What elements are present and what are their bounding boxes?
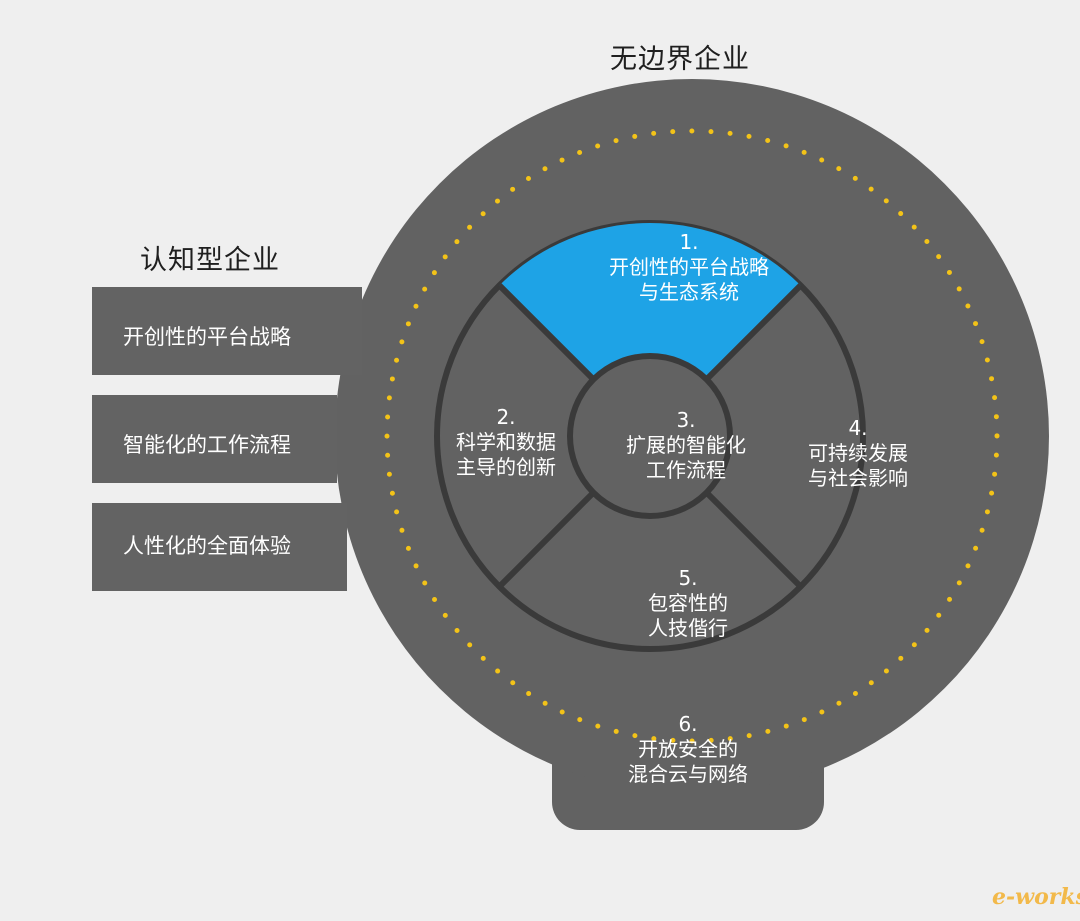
segment-6-line2: 混合云与网络 — [628, 762, 748, 786]
segment-3-line2: 工作流程 — [646, 458, 726, 482]
segment-2-line2: 主导的创新 — [456, 455, 556, 479]
segment-5-line2: 人技偕行 — [648, 616, 728, 640]
segment-1-line1: 开创性的平台战略 — [609, 255, 769, 279]
segment-5-text: 5. 包容性的 人技偕行 — [648, 566, 728, 641]
divider-line-3 — [497, 490, 596, 589]
segment-6-number: 6. — [678, 712, 698, 736]
left-item-human-experience: 人性化的全面体验 — [123, 534, 291, 558]
left-bar-1 — [92, 287, 362, 375]
segment-4-text: 4. 可持续发展 与社会影响 — [808, 416, 908, 491]
left-bar-2 — [92, 395, 337, 483]
segment-4-line1: 可持续发展 — [808, 441, 908, 465]
segment-1-text: 1. 开创性的平台战略 与生态系统 — [609, 230, 769, 305]
segment-6-line1: 开放安全的 — [638, 737, 738, 761]
left-item-intelligent-workflow: 智能化的工作流程 — [123, 433, 291, 457]
segment-4-number: 4. — [848, 416, 868, 440]
left-bar-3 — [92, 503, 347, 591]
divider-line-4 — [704, 490, 803, 589]
divider-line-2 — [497, 283, 596, 382]
sector-platform-strategy — [499, 223, 801, 380]
left-title: 认知型企业 — [140, 245, 280, 276]
segment-2-number: 2. — [496, 405, 516, 429]
inner-circle — [567, 353, 733, 519]
segment-2-line1: 科学和数据 — [456, 430, 556, 454]
segment-3-text: 3. 扩展的智能化 工作流程 — [626, 408, 746, 483]
segment-4-line2: 与社会影响 — [808, 466, 908, 490]
outer-title: 无边界企业 — [610, 44, 750, 75]
segment-5-number: 5. — [678, 566, 698, 590]
divider-line-1 — [704, 283, 803, 382]
segment-5-line1: 包容性的 — [648, 591, 728, 615]
segment-1-number: 1. — [679, 230, 699, 254]
segment-1-line2: 与生态系统 — [639, 280, 739, 304]
segment-2-text: 2. 科学和数据 主导的创新 — [456, 405, 556, 480]
dotted-ring — [384, 128, 1000, 744]
segment-6-text: 6. 开放安全的 混合云与网络 — [628, 712, 748, 787]
eworks-logo: e-works — [992, 884, 1080, 910]
left-item-platform-strategy: 开创性的平台战略 — [123, 325, 291, 349]
segment-3-line1: 扩展的智能化 — [626, 433, 746, 457]
segment-3-number: 3. — [676, 408, 696, 432]
